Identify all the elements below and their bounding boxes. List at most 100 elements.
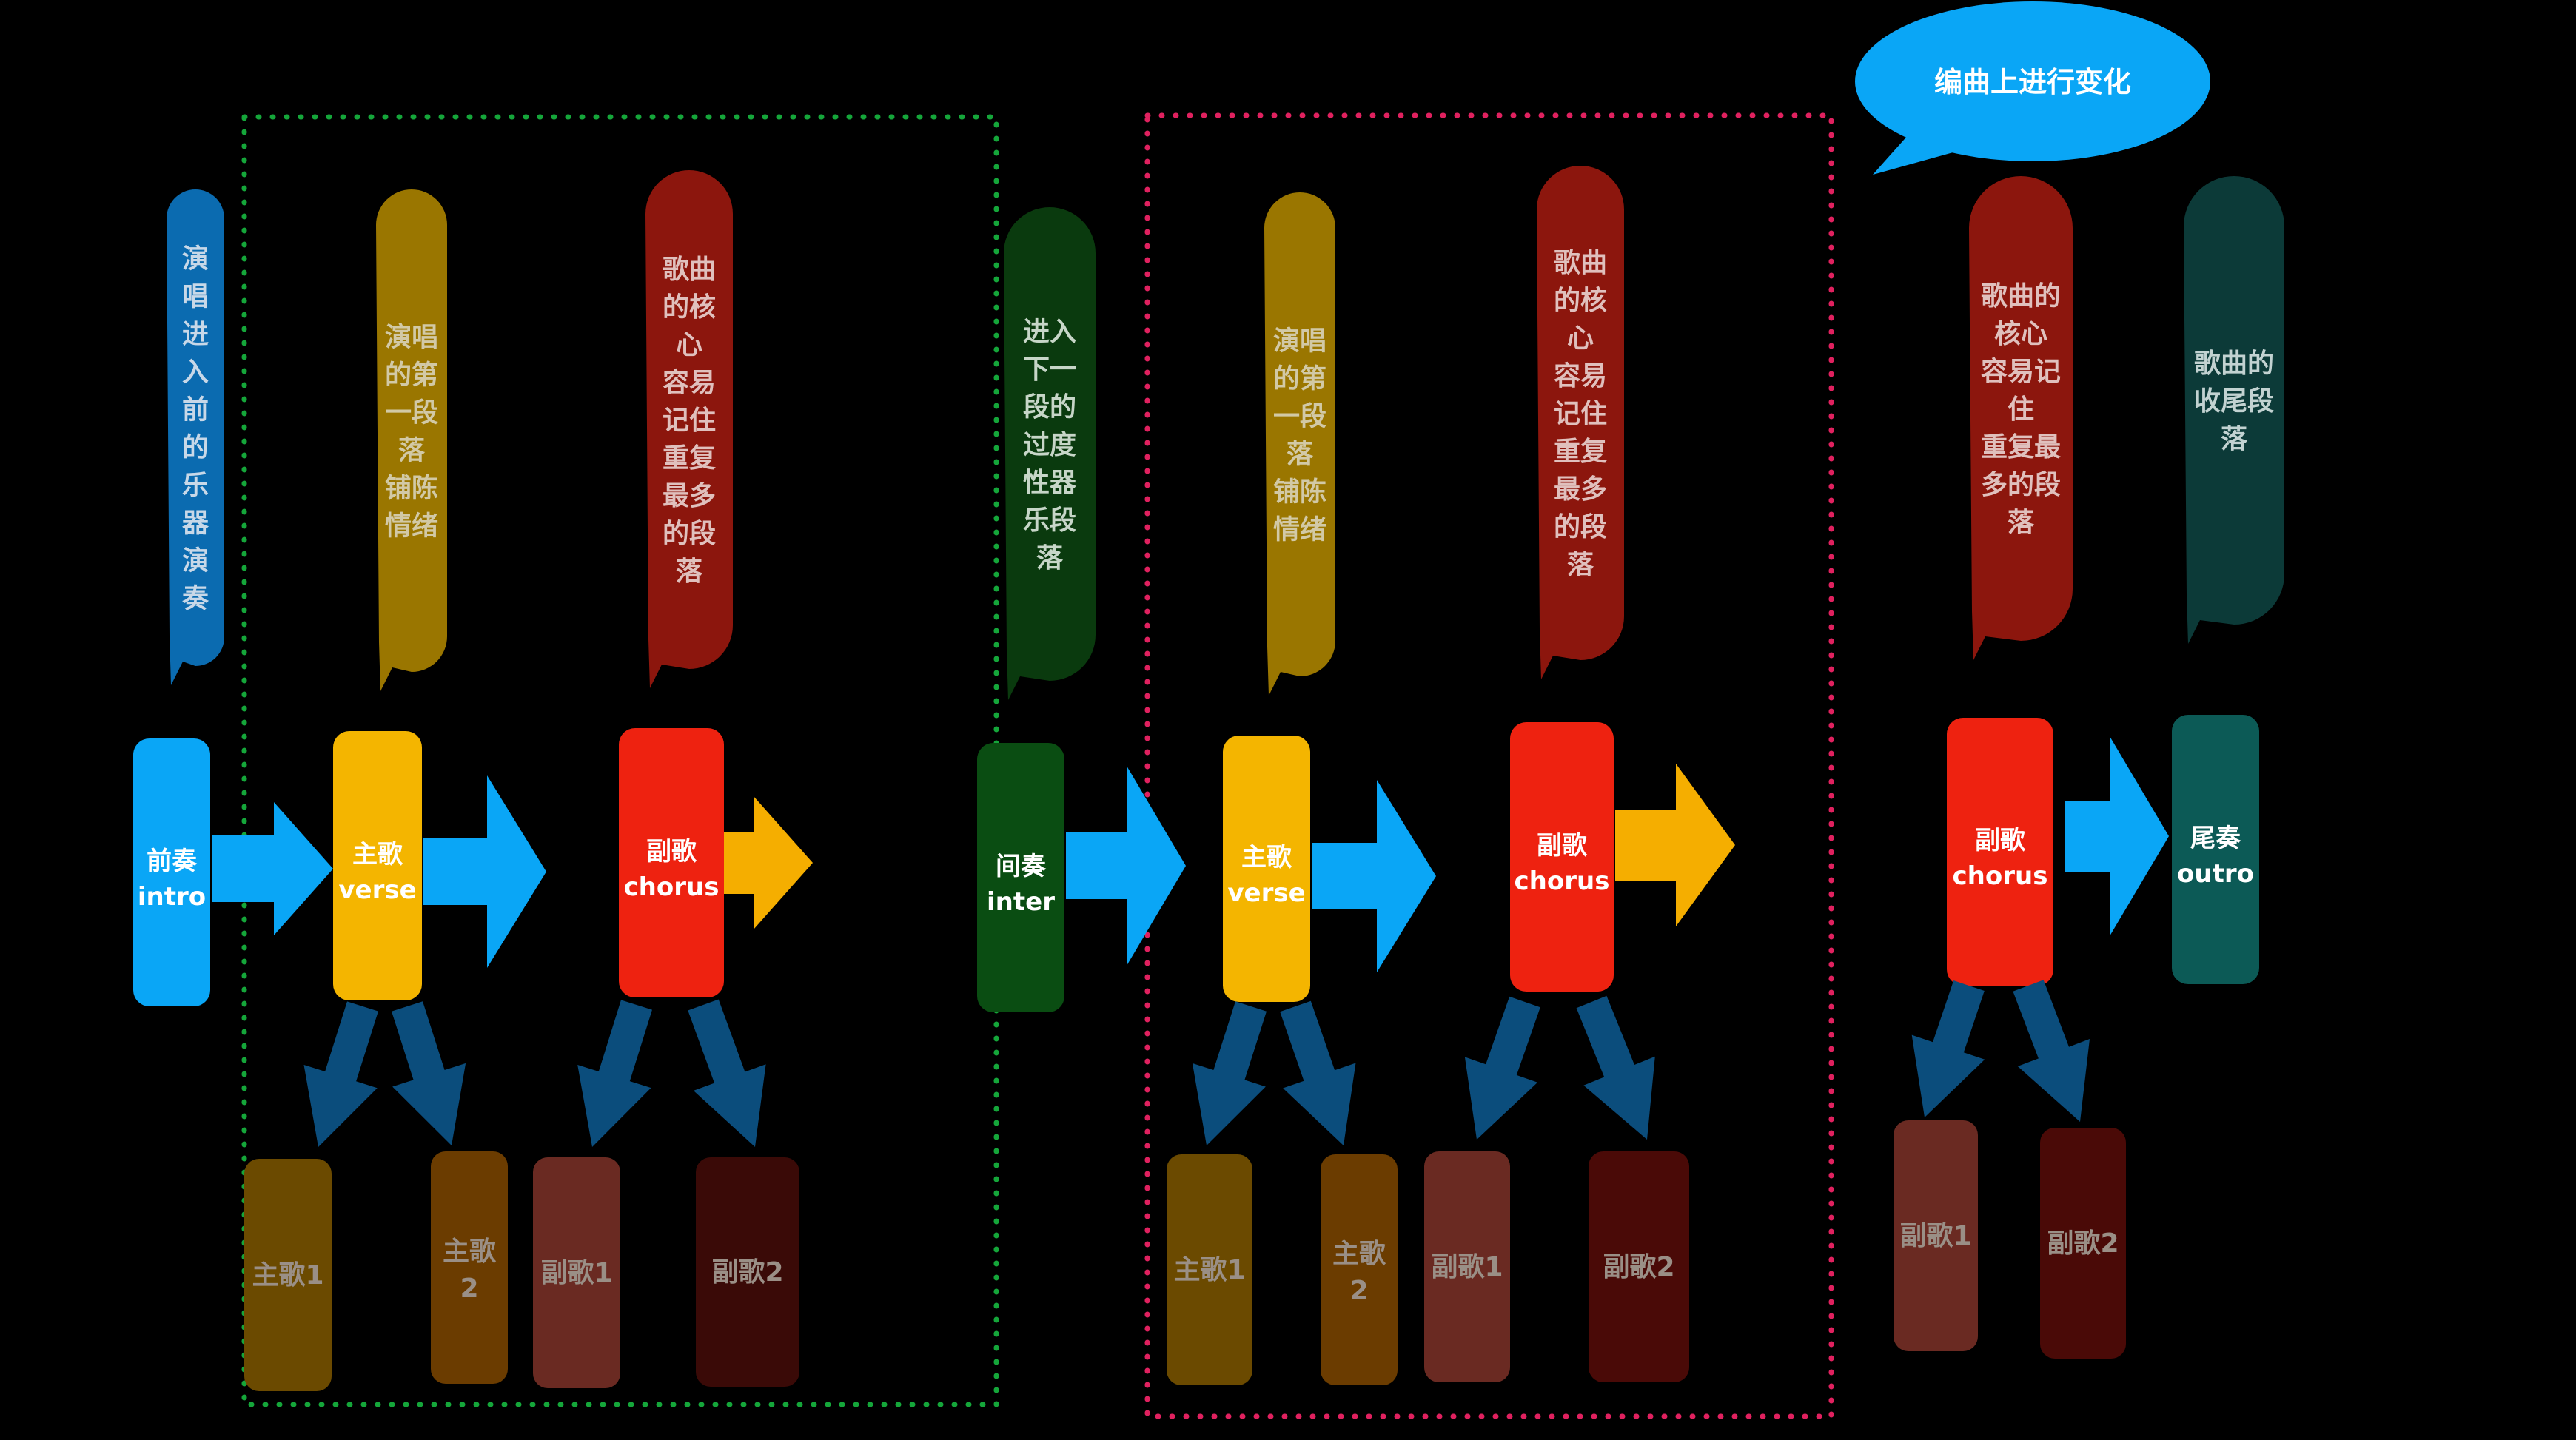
callout-line: 容易 <box>663 368 716 398</box>
sub-box-label: 主歌 <box>443 1237 497 1267</box>
sub-box-label: 主歌1 <box>1173 1255 1245 1285</box>
arrow-verse2-to-chorus2 <box>1312 780 1436 972</box>
box-chorus1 <box>619 728 724 997</box>
callout-line: 下一 <box>1023 354 1076 385</box>
callout-line: 乐段 <box>1023 505 1076 536</box>
callout-line: 歌曲 <box>663 255 716 285</box>
callout-line: 的 <box>182 432 209 462</box>
group2-dotted-frame <box>1144 112 1834 1419</box>
sub-box-chorus2-2 <box>1589 1151 1689 1382</box>
callout-line: 多的段 <box>1981 470 2061 500</box>
box-label-cn: 尾奏 <box>2190 824 2241 853</box>
arrow-chorus3-to-sub-2 <box>2013 980 2090 1122</box>
callout-line: 过度 <box>1023 430 1076 460</box>
sub-box-label: 副歌2 <box>2047 1228 2119 1259</box>
sub-box-label: 副歌1 <box>1899 1221 1971 1251</box>
callout-outro <box>2184 176 2284 644</box>
callout-line: 记住 <box>1554 399 1607 429</box>
box-label-cn: 副歌 <box>1975 826 2026 855</box>
callout-line: 心 <box>676 330 702 360</box>
callout-line: 重复 <box>663 443 716 474</box>
box-label-en: intro <box>138 882 206 912</box>
box-label-en: outro <box>2177 859 2254 889</box>
arrow-chorus-to-next <box>724 796 813 929</box>
speech-bubble-text: 编曲上进行变化 <box>1934 66 2131 98</box>
callout-line: 的核 <box>663 292 716 323</box>
sub-box-label: 副歌1 <box>1431 1252 1503 1282</box>
callout-line: 落 <box>2221 424 2248 454</box>
callout-verse1 <box>376 189 447 691</box>
callout-chorus2 <box>1537 166 1624 679</box>
callout-line: 记住 <box>663 406 716 436</box>
sub-box-label: 副歌2 <box>1603 1252 1674 1282</box>
callout-line: 重复 <box>1554 437 1607 467</box>
arrow-chorus1-to-sub-1 <box>577 1000 652 1147</box>
callout-line: 唱 <box>182 281 209 312</box>
sub-box-chorus3-2 <box>2040 1128 2126 1359</box>
box-label-en: inter <box>987 887 1055 917</box>
callout-line: 住 <box>2008 394 2034 425</box>
sub-box-verse2-2 <box>1321 1154 1398 1385</box>
sub-box-label-2: 2 <box>1349 1276 1368 1306</box>
sub-box-label: 副歌2 <box>711 1257 783 1288</box>
callout-line: 落 <box>1036 543 1064 573</box>
sub-box-label: 主歌1 <box>252 1260 323 1291</box>
arrow-chorus2-to-sub-1 <box>1464 996 1540 1140</box>
arrow-verse1-to-sub-2 <box>392 1001 466 1145</box>
sub-box-verse1-2 <box>431 1151 508 1384</box>
callout-line: 演 <box>182 545 209 576</box>
callout-line: 歌曲的 <box>1981 281 2061 312</box>
callout-line: 的核 <box>1554 286 1607 316</box>
box-label-cn: 间奏 <box>996 852 1047 881</box>
arrow-chorus2-to-sub-2 <box>1576 995 1655 1140</box>
callout-inter <box>1004 207 1096 700</box>
callout-line: 落 <box>676 556 703 587</box>
callout-line: 的段 <box>1554 512 1607 542</box>
sub-box-chorus3-1 <box>1894 1120 1978 1351</box>
callout-chorus3 <box>1969 176 2073 660</box>
speech-bubble-shape <box>1855 1 2210 161</box>
box-chorus3 <box>1947 718 2053 986</box>
callout-line: 演唱 <box>1273 326 1326 356</box>
callout-line: 器 <box>182 508 209 538</box>
callout-line: 落 <box>398 435 426 465</box>
box-verse2 <box>1223 736 1310 1002</box>
arrow-inter-to-verse <box>1066 766 1186 966</box>
box-label-en: verse <box>1227 878 1305 908</box>
sub-box-label: 主歌 <box>1332 1239 1386 1269</box>
sub-box-chorus1-1 <box>533 1157 620 1388</box>
arrow-intro-to-verse <box>212 802 333 935</box>
box-label-cn: 前奏 <box>147 847 198 876</box>
box-inter <box>977 743 1064 1012</box>
callout-line: 的第 <box>1273 363 1326 394</box>
speech-bubble-tail <box>1873 133 1969 175</box>
callout-line: 的第 <box>385 360 438 390</box>
box-label-cn: 副歌 <box>646 837 697 867</box>
callout-intro1 <box>167 189 224 685</box>
box-label-en: chorus <box>1515 867 1610 896</box>
arrow-verse2-to-sub-2 <box>1280 1000 1356 1145</box>
callout-line: 演 <box>182 243 209 274</box>
callout-verse2 <box>1264 192 1335 696</box>
callout-line: 容易 <box>1554 361 1607 391</box>
callout-line: 前 <box>182 394 209 425</box>
box-label-en: verse <box>338 875 416 905</box>
callout-line: 最多 <box>663 481 716 511</box>
callout-line: 一段 <box>385 397 438 428</box>
box-intro1 <box>133 738 210 1006</box>
callout-line: 乐 <box>182 470 209 500</box>
callout-line: 落 <box>2008 508 2035 538</box>
arrow-chorus2-to-next <box>1615 764 1735 926</box>
sub-box-verse2-1 <box>1167 1154 1252 1385</box>
sub-box-label: 副歌1 <box>540 1258 612 1288</box>
box-label-cn: 主歌 <box>1241 843 1292 872</box>
callout-line: 心 <box>1567 323 1594 354</box>
callout-line: 情绪 <box>385 511 438 541</box>
callout-line: 最多 <box>1554 474 1607 505</box>
callout-line: 一段 <box>1273 401 1326 431</box>
box-label-en: chorus <box>1953 861 2048 891</box>
